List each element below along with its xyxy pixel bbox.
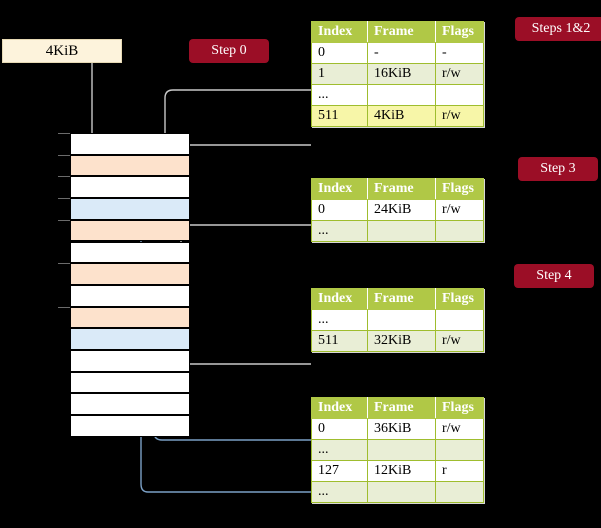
table-row: ... (311, 439, 484, 461)
memory-frame-row (70, 306, 190, 329)
memory-frame-row (70, 350, 190, 372)
memory-frame-row (70, 241, 190, 264)
cell-index: 511 (311, 105, 368, 127)
column-header-index: Index (311, 397, 368, 419)
column-header-index: Index (311, 21, 368, 43)
cell-index: 0 (311, 199, 368, 221)
column-header-frame: Frame (367, 288, 436, 310)
cell-index: 0 (311, 42, 368, 64)
cell-flags (435, 84, 484, 106)
cell-frame: 32KiB (367, 330, 436, 352)
memory-scale-tick (58, 219, 70, 221)
cell-index: 1 (311, 63, 368, 85)
cell-flags: r (435, 460, 484, 482)
badge-step0: Step 0 (190, 40, 268, 62)
cell-index: ... (311, 84, 368, 106)
column-header-index: Index (311, 178, 368, 200)
cell-index: 127 (311, 460, 368, 482)
cell-index: 511 (311, 330, 368, 352)
column-header-frame: Frame (367, 21, 436, 43)
cell-index: ... (311, 220, 368, 242)
cell-flags: r/w (435, 199, 484, 221)
table-row: ... (311, 309, 484, 331)
column-header-flags: Flags (435, 288, 484, 310)
memory-frame-row (70, 219, 190, 242)
column-header-index: Index (311, 288, 368, 310)
memory-frame-row (70, 284, 190, 307)
cell-index: 0 (311, 418, 368, 440)
wire-step3 (180, 224, 311, 283)
cell-flags: r/w (435, 330, 484, 352)
cell-frame: 24KiB (367, 199, 436, 221)
cell-flags: r/w (435, 418, 484, 440)
cell-flags (435, 220, 484, 242)
cell-frame (367, 309, 436, 331)
cr3-register-label: 4KiB (45, 43, 79, 59)
table-row: 0-- (311, 42, 484, 64)
memory-frame-row (70, 154, 190, 177)
column-header-flags: Flags (435, 21, 484, 43)
memory-frame-row (70, 415, 190, 437)
cell-frame (367, 84, 436, 106)
cell-frame (367, 220, 436, 242)
memory-frame-row (70, 393, 190, 416)
wire-steps12-b (179, 144, 311, 239)
column-header-flags: Flags (435, 178, 484, 200)
memory-scale-tick (58, 306, 70, 308)
table-row: ... (311, 84, 484, 106)
cell-frame (367, 481, 436, 503)
badge-steps12: Steps 1&2 (516, 18, 601, 40)
physical-memory-column (58, 133, 190, 437)
cell-flags (435, 309, 484, 331)
cell-flags: r/w (435, 63, 484, 85)
memory-scale-tick (58, 133, 70, 134)
memory-frame-row (70, 371, 190, 394)
memory-scale-tick (58, 198, 70, 200)
memory-scale-tick (58, 263, 70, 265)
memory-frame-row (70, 263, 190, 285)
cell-frame (367, 439, 436, 461)
cell-frame: 16KiB (367, 63, 436, 85)
cell-flags: r/w (435, 105, 484, 127)
column-header-flags: Flags (435, 397, 484, 419)
column-header-frame: Frame (367, 178, 436, 200)
badge-step3: Step 3 (519, 158, 597, 180)
column-header-frame: Frame (367, 397, 436, 419)
cell-flags: - (435, 42, 484, 64)
table-row: ... (311, 481, 484, 503)
cell-frame: 4KiB (367, 105, 436, 127)
cell-frame: 36KiB (367, 418, 436, 440)
cell-frame: 12KiB (367, 460, 436, 482)
memory-frame-row (70, 328, 190, 350)
wire-step4 (180, 322, 311, 365)
cell-index: ... (311, 439, 368, 461)
memory-scale-tick (58, 154, 70, 156)
table-row: ... (311, 220, 484, 242)
memory-frame-row (70, 133, 190, 155)
cell-index: ... (311, 481, 368, 503)
cell-index: ... (311, 309, 368, 331)
memory-frame-row (70, 198, 190, 220)
cell-flags (435, 481, 484, 503)
cell-frame: - (367, 42, 436, 64)
badge-step4: Step 4 (515, 265, 593, 287)
memory-scale-tick (58, 176, 70, 178)
cell-flags (435, 439, 484, 461)
cr3-register-box: 4KiB (2, 39, 122, 63)
memory-frame-row (70, 176, 190, 199)
